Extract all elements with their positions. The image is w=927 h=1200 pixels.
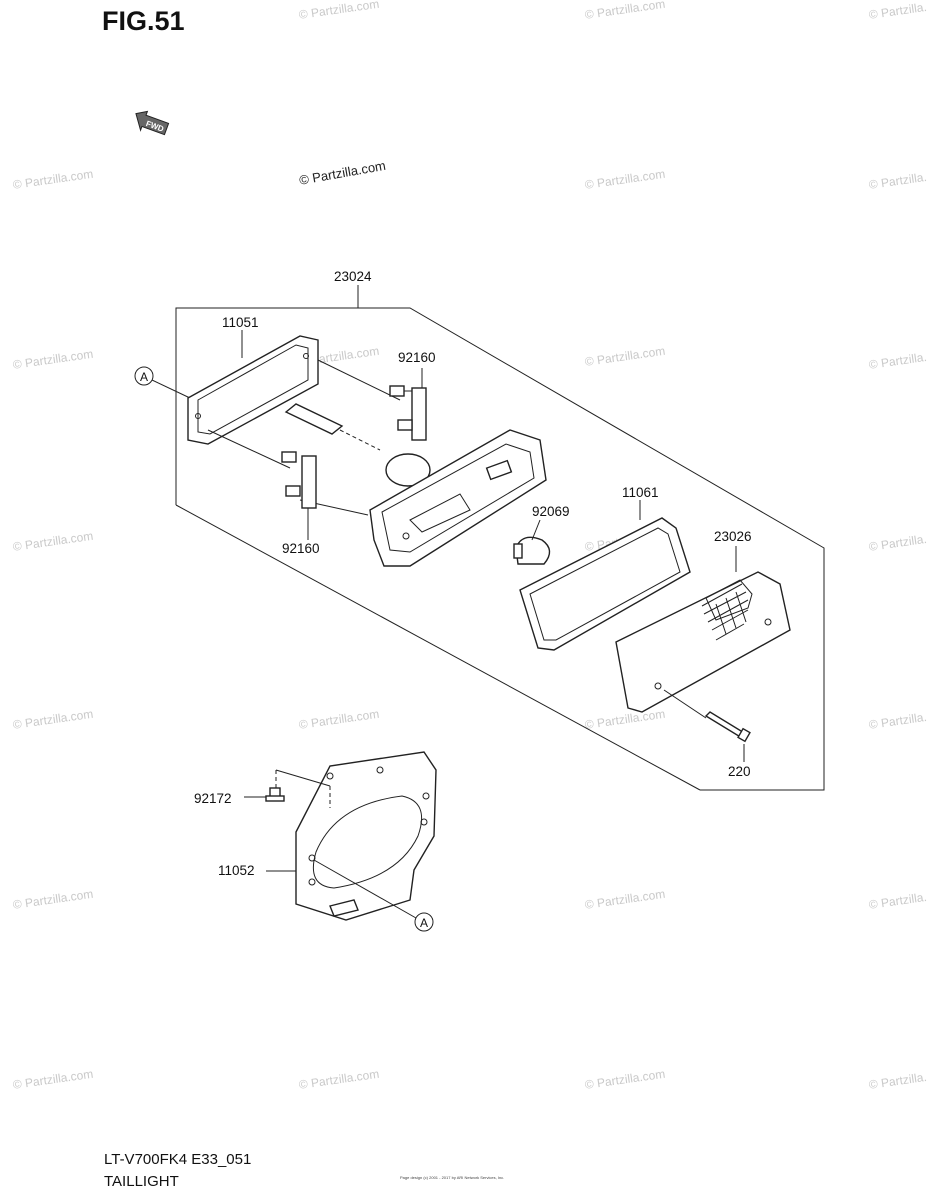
callout-92160-bottom: 92160 [282, 541, 320, 556]
section-name: TAILLIGHT [104, 1173, 179, 1190]
taillight-lens [615, 546, 791, 713]
callout-11061: 11061 [622, 485, 659, 500]
lens-gasket-plate [187, 330, 319, 445]
reference-mark-a [134, 366, 154, 386]
bolt-icon [244, 769, 331, 808]
reference-mark-a [414, 912, 434, 932]
screw-icon [663, 689, 751, 762]
callout-23024: 23024 [334, 269, 372, 284]
forward-arrow-icon: FWD [135, 110, 170, 136]
reference-label-a-top: A [140, 370, 148, 384]
callout-23026: 23026 [714, 529, 752, 544]
copyright-note: Page design (c) 2001 - 2017 by ARI Netwo… [400, 1175, 505, 1180]
callout-11051: 11051 [222, 315, 259, 330]
callout-220: 220 [728, 764, 751, 779]
lens-gasket-ring [519, 500, 691, 651]
callout-92172: 92172 [194, 791, 232, 806]
callout-92160-top: 92160 [398, 350, 436, 365]
assembly-outline [175, 285, 825, 791]
wiring-harness [284, 403, 431, 487]
reference-label-a-bottom: A [420, 916, 428, 930]
taillight-housing [369, 429, 547, 567]
figure-title: FIG.51 [102, 6, 185, 36]
callout-92069: 92069 [532, 504, 570, 519]
bulb-socket-top [389, 368, 427, 441]
bulb-socket-bottom [281, 451, 317, 540]
model-code: LT-V700FK4 E33_051 [104, 1151, 252, 1168]
mounting-bracket [295, 751, 437, 921]
bulb-icon [513, 519, 551, 565]
callout-11052: 11052 [218, 863, 255, 878]
